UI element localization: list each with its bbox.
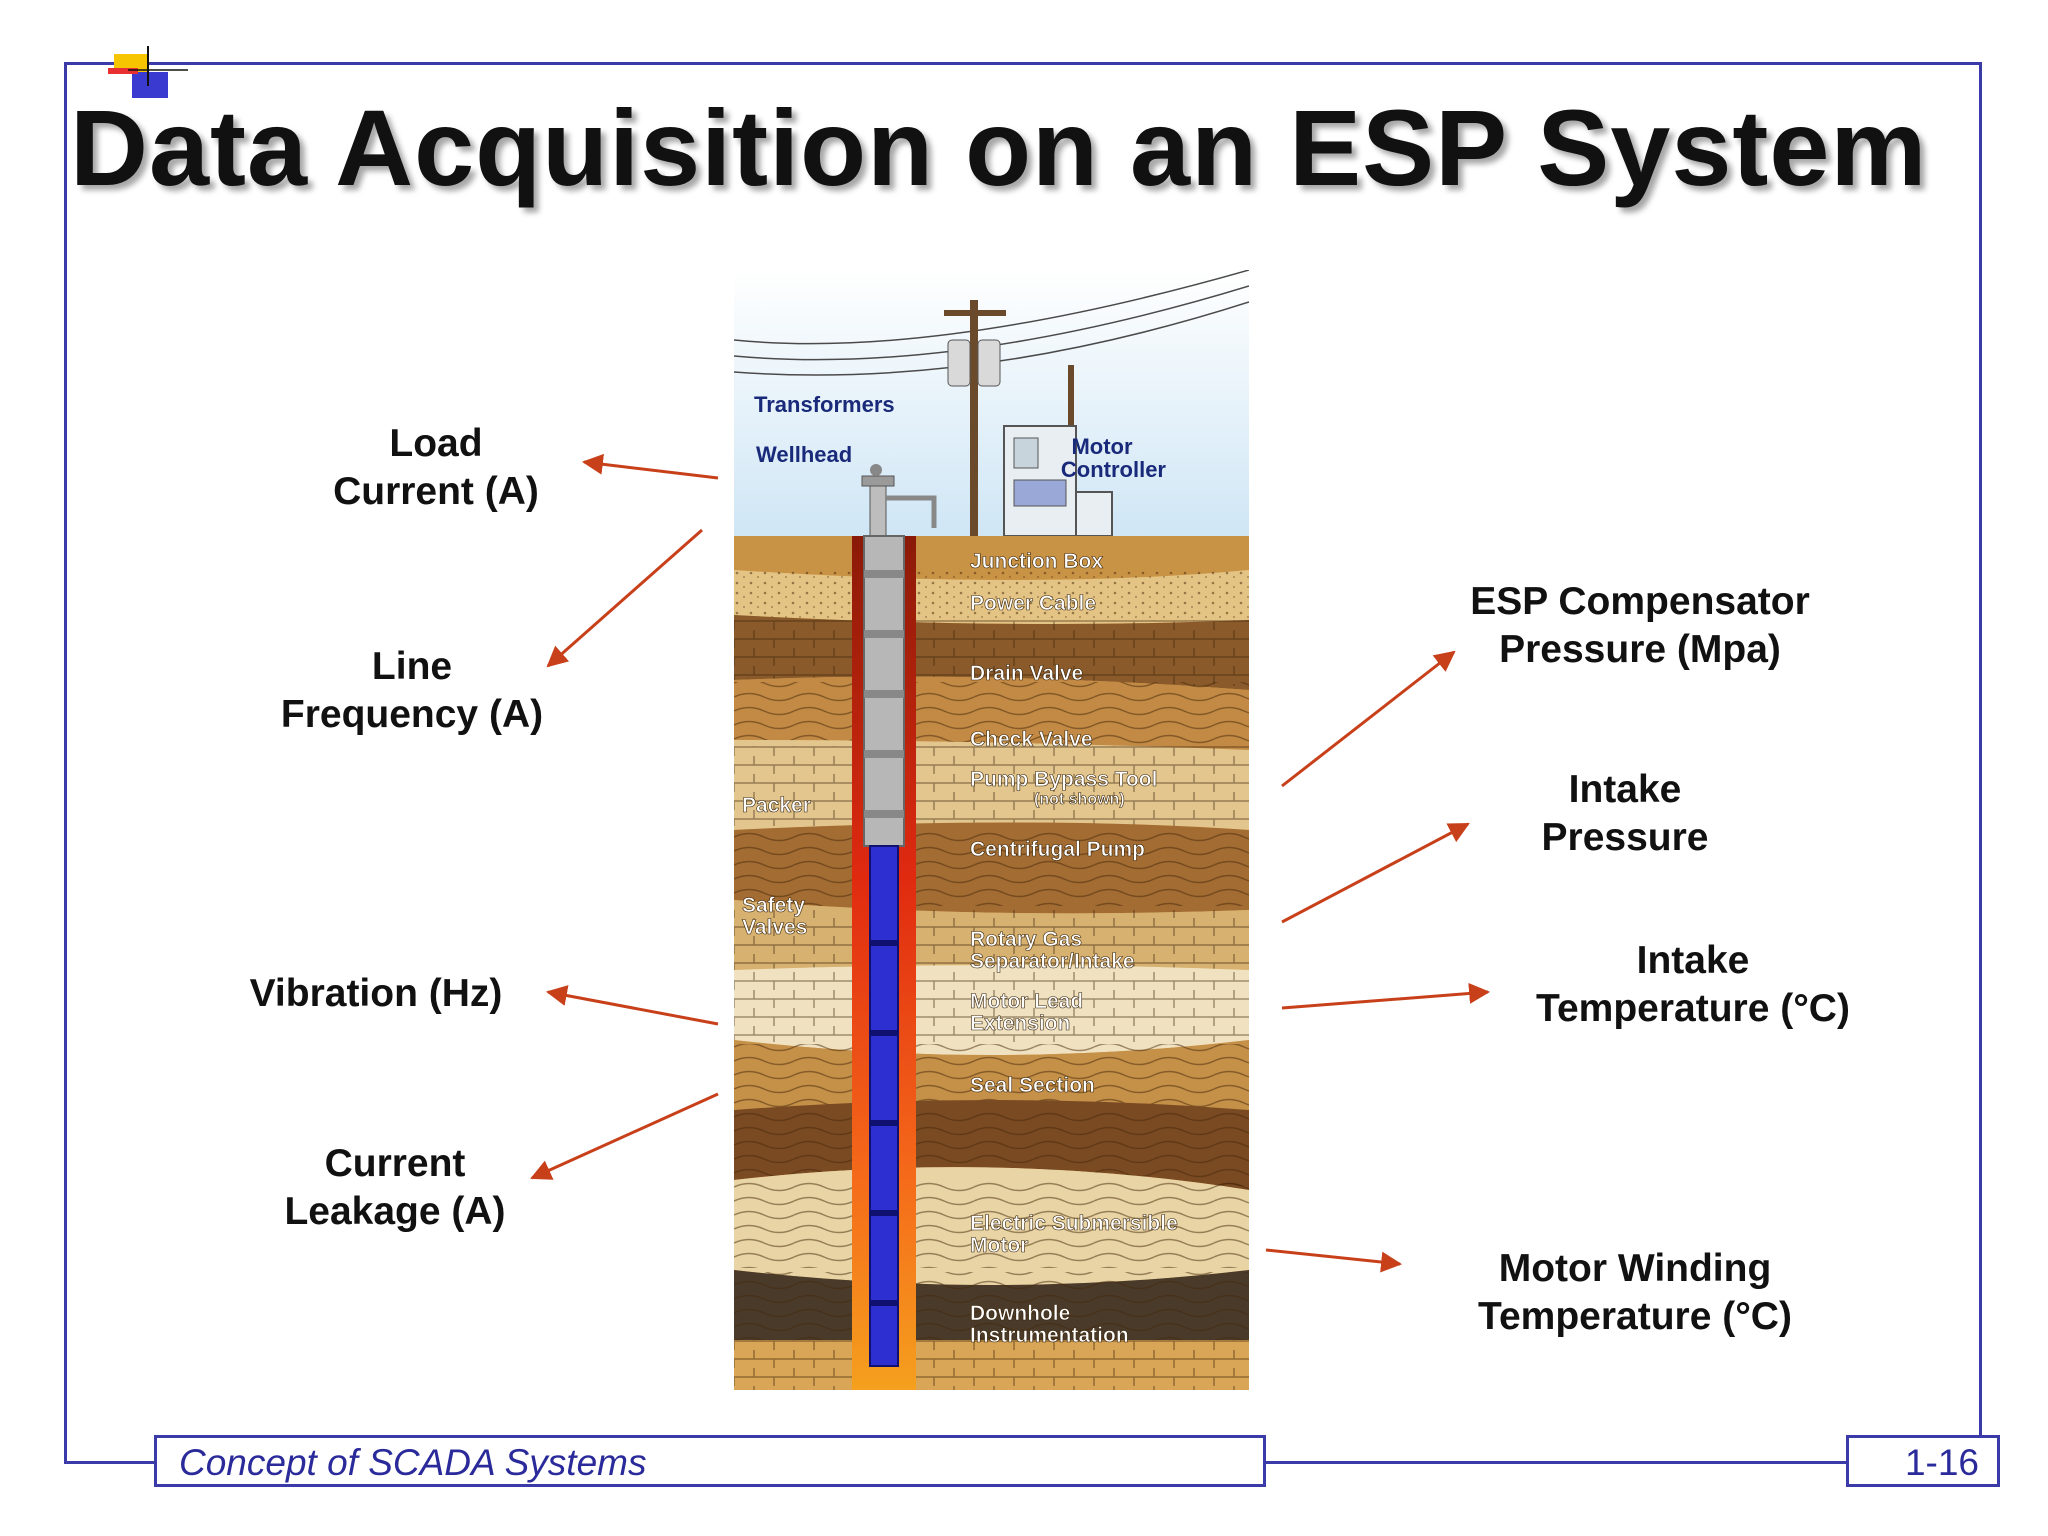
label-esp-compensator-pressure: ESP Compensator Pressure (Mpa) <box>1440 578 1840 674</box>
illus-label-transformers: Transformers <box>754 392 895 417</box>
illus-label-junction-box: Junction Box <box>970 550 1103 573</box>
label-vibration-line1: Vibration (Hz) <box>249 972 503 1015</box>
label-intake-pressure: Intake Pressure <box>1500 766 1750 862</box>
illus-label-pump-bypass: Pump Bypass Tool <box>970 768 1157 791</box>
arrow-intake-temperature <box>1281 982 1491 1010</box>
label-motor-winding-line2: Temperature (°C) <box>1478 1295 1792 1338</box>
label-current-leakage-line1: Current <box>324 1142 466 1185</box>
illus-label-instrumentation: Instrumentation <box>970 1324 1129 1347</box>
label-intake-temperature-line2: Temperature (°C) <box>1536 987 1850 1030</box>
label-current-leakage: Current Leakage (A) <box>260 1140 530 1236</box>
illus-label-separator-intake: Separator/Intake <box>970 950 1135 973</box>
label-load-current-line2: Current (A) <box>333 470 539 513</box>
label-current-leakage-line2: Leakage (A) <box>284 1190 506 1233</box>
arrow-current-leakage <box>530 1092 719 1180</box>
label-vibration: Vibration (Hz) <box>236 970 516 1018</box>
arrow-load-current <box>581 453 719 480</box>
footer-course-title: Concept of SCADA Systems <box>179 1442 647 1483</box>
label-line-frequency-line1: Line <box>371 645 453 688</box>
illus-label-esm: Electric Submersible <box>970 1212 1178 1235</box>
label-motor-winding-temperature: Motor Winding Temperature (°C) <box>1460 1245 1810 1341</box>
arrow-line-frequency <box>546 528 703 668</box>
label-load-current-line1: Load <box>389 422 483 465</box>
footer-page-box: 1-16 <box>1846 1435 2000 1487</box>
label-esp-compensator-line2: Pressure (Mpa) <box>1499 628 1781 671</box>
esp-well-illustration: Transformers Wellhead Motor Controller J… <box>734 270 1249 1390</box>
illus-label-seal-section: Seal Section <box>970 1074 1095 1097</box>
illus-label-centrifugal-pump: Centrifugal Pump <box>970 838 1145 861</box>
illus-label-packer: Packer <box>742 794 811 817</box>
illus-label-rotary-gas: Rotary Gas <box>970 928 1082 951</box>
arrow-esp-compensator <box>1281 650 1456 788</box>
label-line-frequency: Line Frequency (A) <box>252 643 572 739</box>
illus-label-extension: Extension <box>970 1012 1070 1035</box>
illus-label-motor-lead: Motor Lead <box>970 990 1083 1013</box>
arrow-motor-winding <box>1265 1248 1403 1273</box>
slide-logo-icon <box>108 46 188 98</box>
label-line-frequency-line2: Frequency (A) <box>280 693 544 736</box>
illus-label-motor-2: Motor <box>970 1234 1028 1257</box>
footer-course-box: Concept of SCADA Systems <box>154 1435 1266 1487</box>
footer-page-number: 1-16 <box>1904 1442 1979 1483</box>
arrow-vibration <box>545 985 719 1026</box>
slide-title: Data Acquisition on an ESP System <box>70 87 1928 208</box>
illus-label-downhole: Downhole <box>970 1302 1070 1325</box>
label-motor-winding-line1: Motor Winding <box>1498 1247 1772 1290</box>
illus-label-power-cable: Power Cable <box>970 592 1096 615</box>
illus-label-check-valve: Check Valve <box>970 728 1093 751</box>
illus-label-valves: Valves <box>742 916 807 939</box>
label-load-current: Load Current (A) <box>300 420 572 516</box>
illus-label-drain-valve: Drain Valve <box>970 662 1083 685</box>
label-esp-compensator-line1: ESP Compensator <box>1470 580 1810 623</box>
label-intake-temperature: Intake Temperature (°C) <box>1518 937 1868 1033</box>
label-intake-temperature-line1: Intake <box>1636 939 1750 982</box>
illus-label-motor: Motor <box>1071 434 1133 459</box>
illus-label-safety: Safety <box>742 894 805 917</box>
label-intake-pressure-line2: Pressure <box>1541 816 1709 859</box>
illus-label-controller: Controller <box>1061 457 1167 482</box>
illus-label-not-shown: (not shown) <box>1034 791 1125 808</box>
arrow-intake-pressure <box>1281 822 1470 924</box>
label-intake-pressure-line1: Intake <box>1568 768 1682 811</box>
illus-label-wellhead: Wellhead <box>756 442 852 467</box>
